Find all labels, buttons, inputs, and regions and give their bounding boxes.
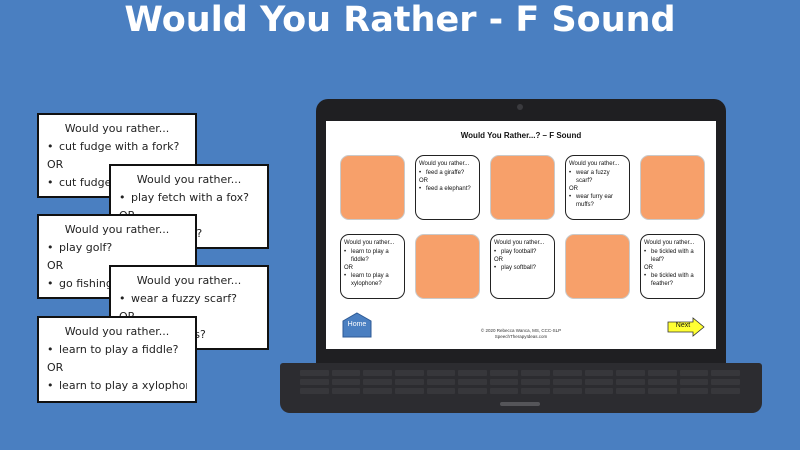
question-tile[interactable]: Would you rather... feed a giraffe?ORfeed… [415, 155, 480, 220]
copyright: © 2020 Rebecca Wanca, MS, CCC-SLP Speech… [326, 328, 716, 340]
question-tile[interactable]: Would you rather... wear a fuzzy scarf?OR… [565, 155, 630, 220]
card-heading: Would you rather... [64, 223, 170, 236]
card-heading: Would you rather... [64, 122, 170, 135]
laptop-trackpad [500, 402, 540, 406]
card-heading: Would you rather... [136, 173, 242, 186]
tile-heading: Would you rather... [344, 240, 395, 246]
next-button-label: Next [675, 322, 691, 329]
laptop-screen: Would You Rather...? – F Sound Would you… [326, 121, 716, 349]
tile-or: OR [644, 265, 653, 271]
arrow-right-icon [667, 317, 705, 337]
card-option-a: learn to play a fiddle? [47, 341, 187, 359]
tile-option-b: wear furry ear muffs? [569, 193, 626, 209]
question-tile[interactable]: Would you rather... learn to play a fiddl… [340, 234, 405, 299]
tile-heading: Would you rather... [569, 161, 620, 167]
home-button[interactable]: Home [342, 312, 372, 338]
tile-option-a: feed a giraffe? [419, 169, 476, 177]
tile-option-b: feed a elephant? [419, 185, 476, 193]
page-title: Would You Rather - F Sound [124, 0, 676, 40]
keyboard-row [300, 379, 740, 385]
question-tile[interactable]: Would you rather... play football?ORplay … [490, 234, 555, 299]
tile-heading: Would you rather... [494, 240, 545, 246]
tile-option-a: wear a fuzzy scarf? [569, 169, 626, 185]
tile-or: OR [419, 178, 428, 184]
tile-option-b: play softball? [494, 264, 551, 272]
card-or: OR [47, 361, 64, 374]
tile-or: OR [344, 265, 353, 271]
keyboard-row [300, 388, 740, 394]
tile-option-a: be tickled with a leaf? [644, 248, 701, 264]
covered-tile[interactable] [415, 234, 480, 299]
home-icon [342, 312, 372, 338]
tile-option-a: play football? [494, 248, 551, 256]
covered-tile[interactable] [565, 234, 630, 299]
tile-heading: Would you rather... [644, 240, 695, 246]
card-heading: Would you rather... [64, 325, 170, 338]
card-option-b: go fishing? [47, 275, 187, 293]
keyboard-row [300, 370, 740, 376]
covered-tile[interactable] [490, 155, 555, 220]
tile-option-a: learn to play a fiddle? [344, 248, 401, 264]
card-heading: Would you rather... [136, 274, 242, 287]
card-or: OR [47, 259, 64, 272]
home-button-label: Home [347, 321, 367, 328]
copyright-line: © 2020 Rebecca Wanca, MS, CCC-SLP [480, 328, 562, 333]
tile-option-b: be tickled with a feather? [644, 272, 701, 288]
copyright-website: SpeechTherapyIdeas.com [494, 334, 548, 339]
card-option-a: play golf? [47, 239, 187, 257]
question-tile[interactable]: Would you rather... be tickled with a lea… [640, 234, 705, 299]
covered-tile[interactable] [340, 155, 405, 220]
question-card: Would you rather... learn to play a fidd… [37, 316, 197, 403]
tile-or: OR [569, 186, 578, 192]
tile-heading: Would you rather... [419, 161, 470, 167]
next-button[interactable]: Next [667, 317, 705, 337]
tile-or: OR [494, 257, 503, 263]
covered-tile[interactable] [640, 155, 705, 220]
card-or: OR [47, 158, 64, 171]
card-option-a: cut fudge with a fork? [47, 138, 187, 156]
card-option-a: play fetch with a fox? [119, 189, 259, 207]
card-option-b: cut fudge w [47, 174, 187, 192]
camera-icon [517, 104, 523, 110]
tile-option-b: learn to play a xylophone? [344, 272, 401, 288]
card-option-a: wear a fuzzy scarf? [119, 290, 259, 308]
slide-title: Would You Rather...? – F Sound [460, 131, 582, 140]
card-option-b: learn to play a xylophone? [47, 377, 187, 395]
